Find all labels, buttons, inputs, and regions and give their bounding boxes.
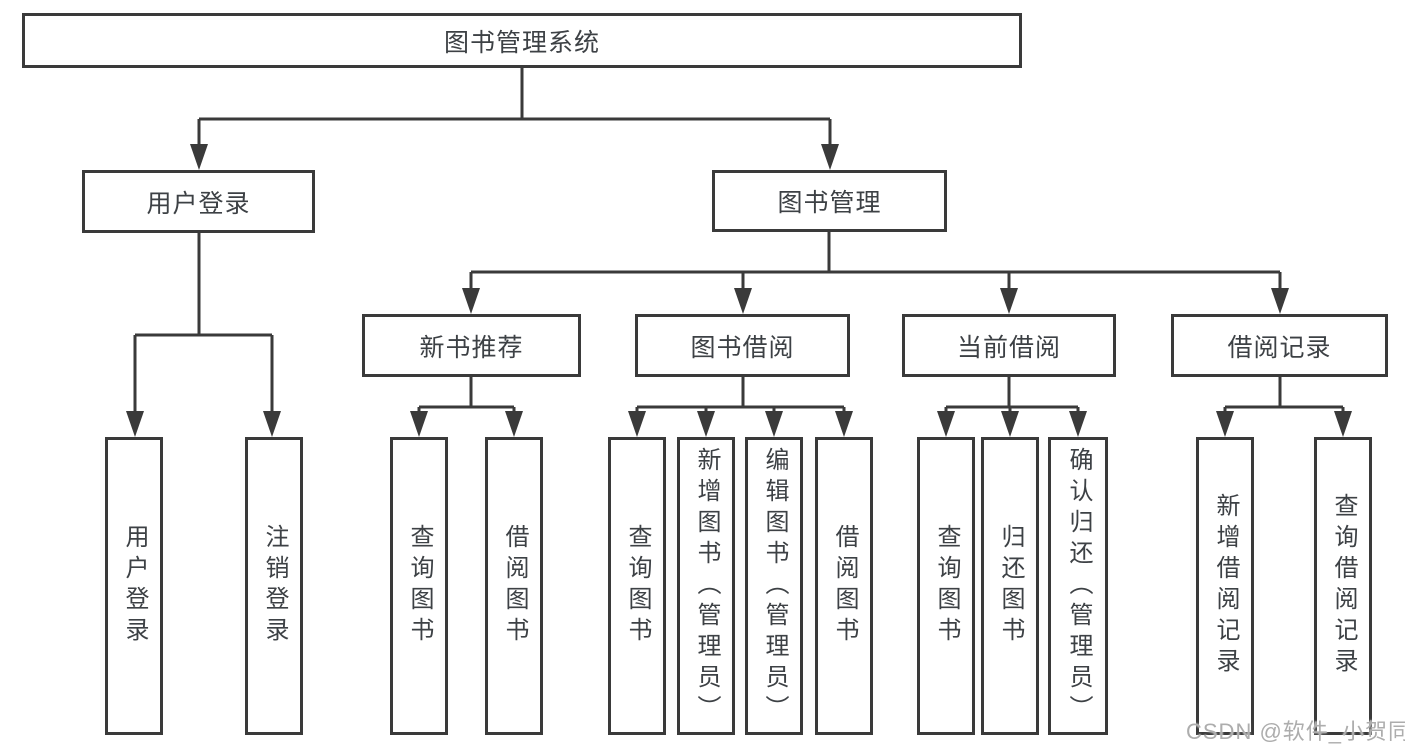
node-borrowing-records-label: 借阅记录 <box>1227 333 1332 362</box>
leaf-logout: 注销登录 <box>245 437 303 735</box>
leaf-query-books-borrowing: 查询图书 <box>608 437 666 735</box>
leaf-query-books-current-label: 查询图书 <box>933 524 960 648</box>
node-root-label: 图书管理系统 <box>443 28 600 57</box>
node-user-login-label: 用户登录 <box>146 189 251 218</box>
node-new-book-recommend: 新书推荐 <box>362 314 581 377</box>
leaf-query-books-current: 查询图书 <box>917 437 975 735</box>
node-current-borrowing: 当前借阅 <box>902 314 1116 377</box>
node-user-login: 用户登录 <box>82 170 315 233</box>
leaf-return-books: 归还图书 <box>981 437 1039 735</box>
leaf-add-borrow-record-label: 新增借阅记录 <box>1212 493 1239 679</box>
leaf-borrow-books-recommend: 借阅图书 <box>485 437 543 735</box>
leaf-edit-books-admin: 编辑图书（管理员） <box>745 437 803 735</box>
leaf-confirm-return-admin-label: 确认归还（管理员） <box>1065 446 1092 726</box>
leaf-borrow-books-borrowing: 借阅图书 <box>815 437 873 735</box>
leaf-query-borrow-record-label: 查询借阅记录 <box>1330 493 1357 679</box>
leaf-user-login: 用户登录 <box>105 437 163 735</box>
node-book-management-label: 图书管理 <box>777 189 882 217</box>
leaf-query-borrow-record: 查询借阅记录 <box>1314 437 1372 735</box>
leaf-logout-label: 注销登录 <box>261 524 288 648</box>
node-book-borrowing-label: 图书借阅 <box>690 333 795 362</box>
leaf-query-books-borrowing-label: 查询图书 <box>624 524 651 648</box>
leaf-return-books-label: 归还图书 <box>997 524 1024 648</box>
leaf-borrow-books-recommend-label: 借阅图书 <box>501 524 528 648</box>
leaf-borrow-books-borrowing-label: 借阅图书 <box>831 524 858 648</box>
leaf-query-books-recommend-label: 查询图书 <box>406 524 433 648</box>
leaf-user-login-label: 用户登录 <box>121 524 148 648</box>
node-borrowing-records: 借阅记录 <box>1171 314 1388 377</box>
node-current-borrowing-label: 当前借阅 <box>956 333 1061 362</box>
leaf-confirm-return-admin: 确认归还（管理员） <box>1048 437 1108 735</box>
node-new-book-recommend-label: 新书推荐 <box>419 333 524 362</box>
leaf-query-books-recommend: 查询图书 <box>390 437 448 735</box>
node-book-borrowing: 图书借阅 <box>635 314 850 377</box>
node-root: 图书管理系统 <box>22 13 1022 68</box>
leaf-add-borrow-record: 新增借阅记录 <box>1196 437 1254 735</box>
leaf-add-books-admin-label: 新增图书（管理员） <box>693 446 720 726</box>
leaf-edit-books-admin-label: 编辑图书（管理员） <box>761 446 788 726</box>
node-book-management: 图书管理 <box>712 170 947 232</box>
leaf-add-books-admin: 新增图书（管理员） <box>677 437 735 735</box>
csdn-watermark: CSDN @软件_小贺同学 <box>1186 719 1405 744</box>
